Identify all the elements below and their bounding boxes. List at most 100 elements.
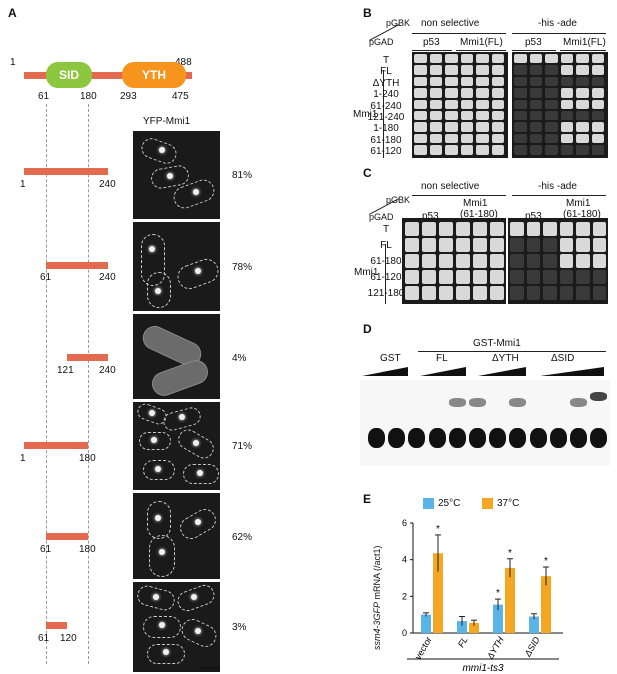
gel-free-probe-band — [509, 428, 527, 448]
b-row-label: 1-180 — [373, 123, 399, 135]
panel-label-c: C — [363, 166, 372, 180]
c-colony-streak — [473, 254, 487, 268]
c-colony-streak — [490, 270, 504, 284]
yth-start: 293 — [120, 91, 137, 102]
b-row-label: 121-240 — [367, 112, 405, 123]
b-colony-streak — [560, 133, 573, 144]
construct-bar-5 — [46, 533, 88, 540]
c-colony-streak — [473, 238, 487, 252]
construct-start-6: 61 — [38, 633, 50, 644]
e-bar — [529, 616, 539, 633]
yth-end: 475 — [172, 91, 189, 102]
b-colony-streak — [491, 88, 504, 98]
gel-shifted-band — [448, 398, 466, 407]
b-colony-streak — [429, 122, 442, 132]
b-colony-streak — [491, 54, 504, 64]
gel-free-probe-band — [368, 428, 385, 448]
b-colony-streak — [560, 76, 573, 87]
c-row-label: T — [382, 224, 390, 235]
c-colony-streak — [592, 286, 606, 300]
b-colony-streak — [529, 133, 542, 144]
c-group-label: Mmi1 — [354, 267, 379, 278]
c-colony-streak — [405, 222, 419, 236]
b-colony-streak — [560, 65, 573, 75]
b-colony-streak — [591, 99, 604, 109]
b-colony-streak — [414, 111, 427, 121]
c-colony-streak — [592, 238, 606, 252]
panel-label-d: D — [363, 322, 372, 336]
b-colony-streak — [591, 54, 604, 64]
d-lane-gst: GST — [380, 353, 401, 364]
b-colony-streak — [414, 122, 427, 132]
c-colony-streak — [405, 238, 419, 252]
guide-line-61 — [46, 104, 47, 664]
construct-bar-1 — [24, 168, 108, 175]
b-colony-streak — [545, 65, 558, 75]
e-bar — [457, 621, 467, 633]
gel-free-probe-band — [408, 428, 426, 448]
b-colony-streak — [414, 133, 427, 144]
c-colony-streak — [576, 270, 590, 284]
b-group-label: Mmi1 — [353, 109, 378, 120]
b-colony-streak — [514, 54, 527, 64]
b-colony-streak — [560, 99, 573, 109]
sid-start: 61 — [38, 91, 50, 102]
c-colony-streak — [543, 270, 557, 284]
b-colony-streak — [429, 133, 442, 144]
b-colony-streak — [514, 145, 527, 155]
b-colony-streak — [414, 54, 427, 64]
gel-free-probe-band — [590, 428, 608, 448]
micrograph-1 — [133, 131, 220, 219]
c-colony-streak — [456, 222, 470, 236]
b-colony-streak — [545, 122, 558, 132]
b-colony-streak — [545, 133, 558, 144]
c-colony-streak — [576, 238, 590, 252]
b-colony-streak — [545, 88, 558, 98]
c-colony-streak — [592, 254, 606, 268]
b-colony-streak — [560, 145, 573, 155]
c-colony-streak — [543, 222, 557, 236]
full-length-bar — [24, 72, 192, 79]
d-triangle-dyth — [478, 367, 526, 376]
c-pgad: pGAD — [369, 212, 394, 222]
c-colony-streak — [559, 286, 573, 300]
b-colony-streak — [545, 54, 558, 64]
c-colony-streak — [439, 270, 453, 284]
b-col-rule-4 — [560, 50, 606, 51]
e-category-label: FL — [456, 635, 470, 649]
b-colony-streak — [491, 65, 504, 75]
c-colony-streak — [422, 222, 436, 236]
gel-free-probe-band — [529, 428, 547, 448]
c-colony-streak — [526, 254, 540, 268]
gel-free-probe-band — [570, 428, 587, 448]
e-ylabel: ssm4-3GFP mRNA (/act1) — [372, 545, 382, 650]
b-colony-streak — [576, 88, 589, 98]
b-colony-streak — [514, 76, 527, 87]
panel-label-a: A — [8, 6, 17, 20]
b-colony-streak — [491, 122, 504, 132]
d-lane-dyth: ΔYTH — [492, 353, 519, 364]
c-colony-streak — [510, 222, 524, 236]
c-cond-nonselective: non selective — [421, 181, 480, 192]
sid-domain: SID — [46, 62, 92, 88]
d-triangle-dsid — [540, 367, 604, 376]
c-cond2-rule — [512, 195, 606, 196]
b-colony-streak — [576, 76, 589, 87]
construct-end-2: 240 — [99, 272, 116, 283]
c-colony-streak — [422, 238, 436, 252]
b-colony-streak — [429, 99, 442, 109]
e-y-tick-label: 6 — [402, 518, 407, 528]
b-col-p53-2: p53 — [525, 37, 542, 48]
b-colony-streak — [414, 65, 427, 75]
micrograph-2 — [133, 222, 220, 311]
c-colony-streak — [439, 222, 453, 236]
b-row-label: T — [382, 55, 390, 66]
c-colony-streak — [576, 254, 590, 268]
percent-2: 78% — [232, 262, 253, 273]
b-colony-streak — [514, 111, 527, 121]
b-colony-streak — [576, 54, 589, 64]
domain-pos-start: 1 — [10, 57, 16, 68]
b-colony-streak — [560, 54, 573, 64]
b-colony-streak — [514, 122, 527, 132]
c-colony-streak — [559, 270, 573, 284]
